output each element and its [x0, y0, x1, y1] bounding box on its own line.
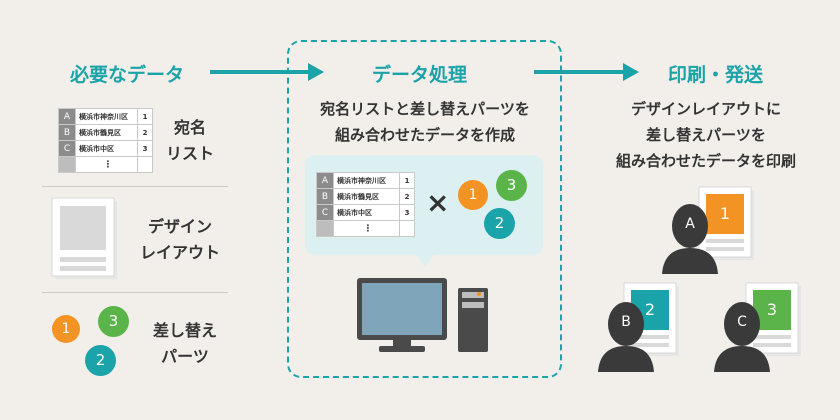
- row-address: 横浜市神奈川区: [75, 108, 138, 125]
- address-list-table-small: A 横浜市神奈川区 1 B 横浜市鶴見区 2 C 横浜市中区 3 ⋮: [58, 108, 153, 173]
- computer-icon: [357, 278, 488, 352]
- person-icon-a: [662, 204, 718, 274]
- label-line: 差し替え: [152, 321, 217, 340]
- table-row: A 横浜市神奈川区 1: [316, 172, 415, 189]
- row-key: C: [316, 204, 334, 221]
- person-letter-b: B: [621, 314, 631, 330]
- row-key: A: [58, 108, 76, 125]
- label-line: デザイン: [147, 217, 212, 236]
- speech-bubble-tail: [415, 254, 435, 266]
- table-row: B 横浜市鶴見区 2: [316, 188, 415, 205]
- arrow-right-head: [623, 63, 639, 81]
- row-number: 1: [137, 108, 153, 125]
- design-layout-document-icon: [51, 197, 117, 279]
- label-line: レイアウト: [139, 243, 220, 262]
- times-symbol: ×: [426, 186, 450, 219]
- row-key: [58, 156, 76, 173]
- desc-line: 組み合わせたデータを印刷: [615, 152, 796, 170]
- part-circle-1: 1: [52, 315, 80, 343]
- table-row: C 横浜市中区 3: [58, 140, 153, 157]
- desc-line: 組み合わせたデータを作成: [334, 126, 515, 144]
- row-key: B: [316, 188, 334, 205]
- row-number: 2: [399, 188, 415, 205]
- more-rows-dots: ⋮: [333, 220, 400, 237]
- printed-page-b: [623, 282, 679, 356]
- row-key: A: [316, 172, 334, 189]
- row-number: 3: [399, 204, 415, 221]
- printed-number-c: 3: [766, 300, 778, 319]
- design-layout-label: デザイン レイアウト: [135, 214, 225, 266]
- row-key: C: [58, 140, 76, 157]
- part-circle-2: 2: [484, 208, 515, 239]
- divider: [42, 292, 228, 293]
- parts-label: 差し替え パーツ: [140, 318, 230, 370]
- right-description: デザインレイアウトに 差し替えパーツを 組み合わせたデータを印刷: [596, 96, 816, 174]
- desc-line: 差し替えパーツを: [646, 126, 766, 144]
- row-address: 横浜市鶴見区: [75, 124, 138, 141]
- part-circle-1: 1: [458, 180, 488, 210]
- row-number: 3: [137, 140, 153, 157]
- row-number: [137, 156, 153, 173]
- label-line: リスト: [165, 144, 214, 163]
- right-title: 印刷・発送: [668, 64, 764, 86]
- divider: [42, 186, 228, 187]
- table-row: A 横浜市神奈川区 1: [58, 108, 153, 125]
- row-address: 横浜市中区: [75, 140, 138, 157]
- part-circle-3: 3: [496, 170, 527, 201]
- row-number: 1: [399, 172, 415, 189]
- address-list-table-center: A 横浜市神奈川区 1 B 横浜市鶴見区 2 C 横浜市中区 3 ⋮: [316, 172, 415, 237]
- address-list-label: 宛名 リスト: [160, 115, 220, 167]
- row-key: B: [58, 124, 76, 141]
- label-line: パーツ: [161, 347, 209, 366]
- person-letter-c: C: [737, 314, 747, 330]
- row-address: 横浜市鶴見区: [333, 188, 400, 205]
- row-number: 2: [137, 124, 153, 141]
- center-description: 宛名リストと差し替えパーツを 組み合わせたデータを作成: [290, 96, 560, 148]
- left-title: 必要なデータ: [70, 64, 185, 86]
- label-line: 宛名: [173, 118, 206, 137]
- more-rows-dots: ⋮: [75, 156, 138, 173]
- person-letter-a: A: [685, 216, 695, 232]
- desc-line: デザインレイアウトに: [630, 100, 781, 118]
- table-row: ⋮: [58, 156, 153, 173]
- part-circle-3: 3: [98, 306, 129, 337]
- row-key: [316, 220, 334, 237]
- part-circle-2: 2: [85, 345, 116, 376]
- arrow-left-head: [308, 63, 324, 81]
- table-row: B 横浜市鶴見区 2: [58, 124, 153, 141]
- row-address: 横浜市中区: [333, 204, 400, 221]
- printed-number-a: 1: [719, 204, 731, 223]
- table-row: ⋮: [316, 220, 415, 237]
- person-icon-c: [714, 302, 770, 372]
- row-address: 横浜市神奈川区: [333, 172, 400, 189]
- person-icon-b: [598, 302, 654, 372]
- center-title: データ処理: [372, 64, 468, 86]
- data-processing-box: [287, 40, 562, 378]
- printed-number-b: 2: [644, 300, 656, 319]
- desc-line: 宛名リストと差し替えパーツを: [320, 100, 530, 118]
- table-row: C 横浜市中区 3: [316, 204, 415, 221]
- row-number: [399, 220, 415, 237]
